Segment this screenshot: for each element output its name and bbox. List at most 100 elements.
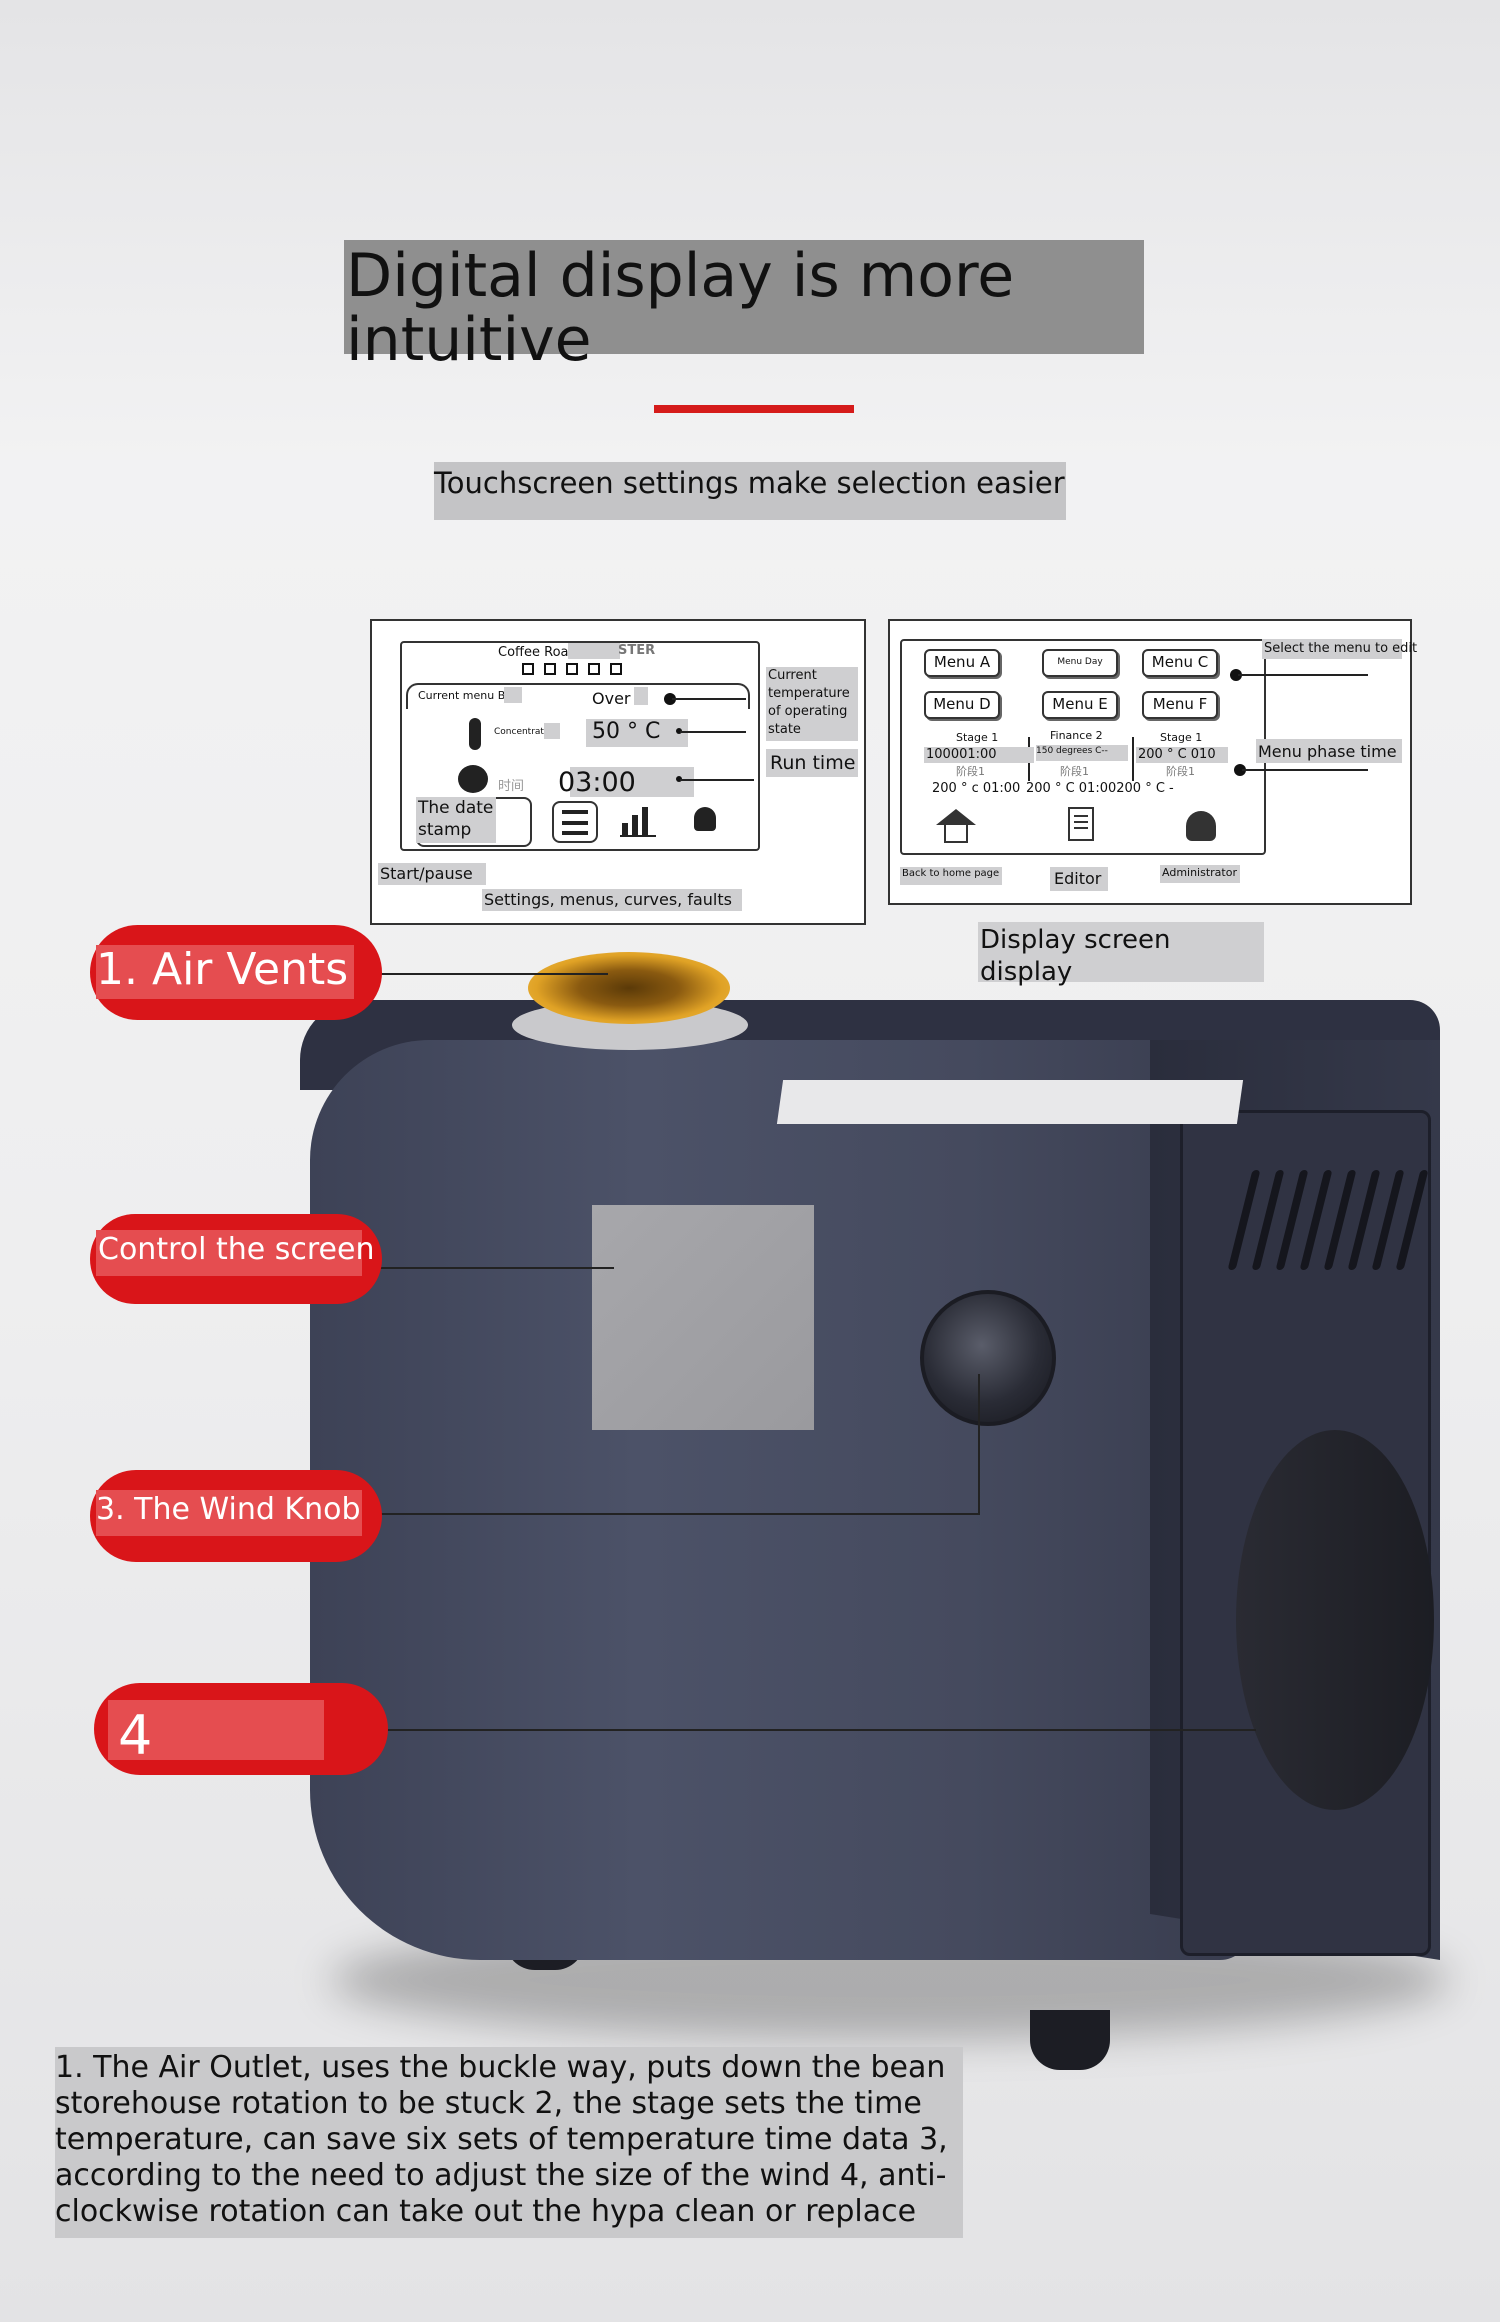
row-a2: 150 degrees C-- [1036, 746, 1108, 756]
row-a1-box [924, 747, 1034, 763]
row-a2-box [1036, 745, 1128, 761]
menu-c-button[interactable]: Menu C [1142, 649, 1218, 677]
stage-left-label: Stage 1 [956, 731, 999, 744]
admin-box [1160, 865, 1240, 883]
menu-f-button[interactable]: Menu F [1142, 691, 1218, 719]
callout-four-box [108, 1700, 324, 1760]
row-b1: 200 ° c 01:00 [932, 781, 1021, 796]
brand-label: Coffee Roas [498, 645, 576, 660]
callout-air-vents-box [96, 945, 354, 999]
menu-mask [504, 687, 522, 703]
temperature-value: 50 ° C [592, 719, 661, 744]
phase-time-callout-box [1256, 739, 1402, 763]
filter-cap-knob[interactable] [1236, 1430, 1434, 1810]
column-divider [1132, 737, 1134, 781]
side-grill [1227, 1170, 1429, 1270]
temp-pointer-line [672, 698, 746, 700]
page-subtitle: Touchscreen settings make selection easi… [434, 466, 1065, 500]
stage-cn-1: 阶段1 [956, 765, 985, 778]
callout-four-label: 4 [118, 1704, 153, 1767]
callout-control-screen-label: Control the screen [98, 1232, 375, 1267]
callout-wind-knob-label: 3. The Wind Knob [96, 1492, 361, 1527]
menu-list-icon[interactable] [552, 801, 598, 843]
over-label: Over [592, 689, 631, 708]
brand-mask [568, 643, 620, 659]
row-a1: 100001:00 [926, 747, 997, 762]
editor-document-icon[interactable] [1068, 807, 1094, 841]
thermometer-icon [469, 718, 481, 750]
status-square [544, 663, 556, 675]
phase-time-callout: Menu phase time [1258, 742, 1397, 761]
value-pointer-dot [676, 728, 682, 734]
menu-day-button[interactable]: Menu Day [1042, 649, 1118, 677]
callout-line-3-vertical [978, 1374, 980, 1514]
menu-d-button[interactable]: Menu D [924, 691, 1000, 719]
temperature-mask [586, 719, 688, 747]
administrator-icon[interactable] [1186, 811, 1216, 841]
select-pointer-line [1238, 674, 1368, 676]
select-pointer-dot [1230, 669, 1242, 681]
display-caption-box [978, 922, 1264, 982]
phase-pointer-dot [1234, 764, 1246, 776]
main-screen-diagram: Coffee Roas STER Current menu B Over Con… [370, 619, 866, 925]
title-divider [654, 405, 854, 413]
callout-control-screen-box [96, 1230, 362, 1276]
admin-label: Administrator [1162, 866, 1237, 879]
home-icon[interactable] [936, 809, 976, 845]
menu-e-button[interactable]: Menu E [1042, 691, 1118, 719]
fault-bell-icon[interactable] [694, 807, 716, 831]
concentration-mask [544, 723, 560, 739]
concentration-label: Concentration [494, 727, 558, 737]
settings-caption-box [482, 889, 742, 911]
row-b2: 200 ° C 01:00200 ° C - [1026, 781, 1174, 796]
select-menu-callout: Select the menu to edit [1264, 641, 1418, 656]
curve-chart-icon[interactable] [620, 803, 658, 837]
back-home-box [900, 867, 1002, 885]
run-pointer-dot [676, 776, 682, 782]
start-pause-label: Start/pause [380, 864, 473, 883]
status-square [588, 663, 600, 675]
description-caption: 1. The Air Outlet, uses the buckle way, … [55, 2050, 948, 2229]
current-temp-callout: Current temperature of operating state [768, 668, 850, 737]
back-home-label: Back to home page [902, 868, 1000, 879]
row-a3-box [1136, 747, 1228, 763]
temp-pointer-dot [664, 693, 676, 705]
caption-box [55, 2047, 963, 2238]
callout-air-vents-label: 1. Air Vents [96, 944, 349, 995]
run-time-mask [570, 767, 694, 797]
run-time-callout-box [766, 749, 858, 777]
finance-label: Finance 2 [1050, 729, 1103, 742]
current-menu-label: Current menu B [418, 689, 506, 702]
stage-cn-2: 阶段1 [1060, 765, 1089, 778]
start-pause-box [378, 863, 486, 885]
run-time-value: 03:00 [558, 767, 636, 798]
timer-icon [458, 765, 488, 793]
menu-a-button[interactable]: Menu A [924, 649, 1000, 677]
control-screen[interactable] [592, 1205, 814, 1430]
device-label-plate [776, 1080, 1244, 1124]
run-pointer-line [680, 779, 754, 781]
editor-box [1050, 867, 1108, 891]
time-cn-label: 时间 [498, 779, 525, 794]
select-menu-callout-box [1262, 639, 1402, 659]
phase-pointer-line [1242, 769, 1368, 771]
current-temp-callout-box [766, 667, 858, 741]
brand-tail: STER [618, 643, 656, 658]
device-front-panel [310, 1040, 1250, 1960]
callout-line-3 [378, 1513, 980, 1515]
status-square [566, 663, 578, 675]
status-square [610, 663, 622, 675]
editor-label: Editor [1054, 869, 1102, 888]
display-caption: Display screen display [980, 925, 1171, 987]
air-vent[interactable] [528, 952, 730, 1024]
device-foot [1030, 2010, 1110, 2070]
date-stamp-mask [416, 797, 496, 843]
value-pointer-line [680, 731, 746, 733]
date-stamp-label: The date stamp [418, 798, 494, 840]
callout-line-1 [378, 973, 608, 975]
callout-line-4 [386, 1729, 1256, 1731]
menu-bar-outline [406, 683, 750, 709]
row-a3: 200 ° C 010 [1138, 747, 1216, 762]
callout-wind-knob-box [96, 1490, 362, 1536]
wind-knob[interactable] [920, 1290, 1056, 1426]
